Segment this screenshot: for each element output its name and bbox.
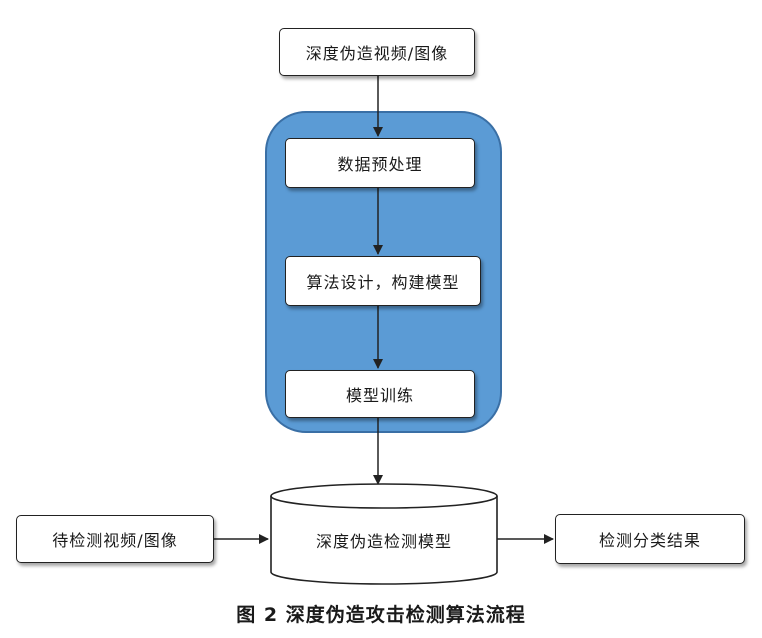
design-box: 算法设计，构建模型	[285, 256, 481, 306]
output-result-label: 检测分类结果	[598, 531, 701, 550]
train-label: 模型训练	[345, 386, 414, 405]
model-store-label: 深度伪造检测模型	[315, 532, 452, 551]
cylinder-top	[270, 483, 498, 509]
preprocess-box: 数据预处理	[285, 138, 475, 188]
input-test-label: 待检测视频/图像	[52, 531, 178, 550]
model-cylinder	[270, 483, 498, 585]
figure-caption: 图 2 深度伪造攻击检测算法流程	[236, 604, 526, 626]
preprocess-label: 数据预处理	[337, 155, 423, 174]
input-source-box: 深度伪造视频/图像	[279, 28, 475, 76]
cylinder-body	[270, 496, 498, 585]
design-label: 算法设计，构建模型	[306, 273, 460, 292]
input-source-label: 深度伪造视频/图像	[305, 44, 449, 63]
input-test-box: 待检测视频/图像	[16, 515, 214, 563]
model-store-label-box: 深度伪造检测模型	[271, 510, 497, 570]
output-result-box: 检测分类结果	[555, 514, 745, 564]
train-box: 模型训练	[285, 370, 475, 418]
